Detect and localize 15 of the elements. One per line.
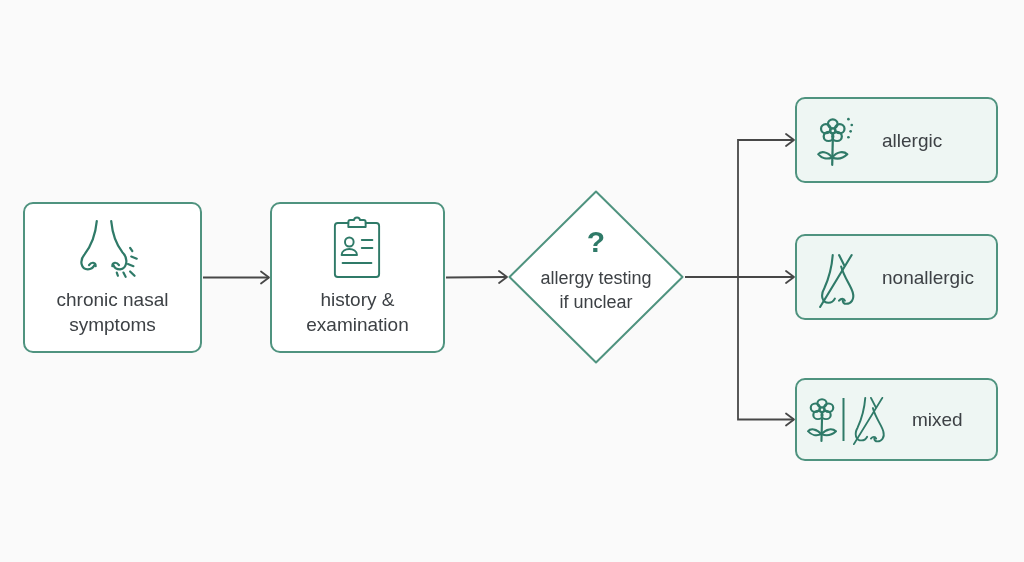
node-label: mixed [912, 408, 963, 432]
node-label: chronic nasal symptoms [55, 288, 170, 337]
node-label: history & examination [305, 288, 410, 337]
outcome-box [795, 97, 998, 183]
decision-diamond [508, 190, 684, 364]
outcome-box [795, 234, 998, 320]
node-label: nonallergic [882, 266, 974, 290]
node-label: allergy testing if unclear [539, 267, 653, 314]
node-label: allergic [882, 129, 943, 153]
arrow [202, 270, 270, 285]
question-mark: ? [586, 224, 606, 260]
arrow [445, 270, 508, 284]
process-box [270, 202, 445, 353]
outcome-box [795, 378, 998, 461]
process-box [23, 202, 202, 353]
